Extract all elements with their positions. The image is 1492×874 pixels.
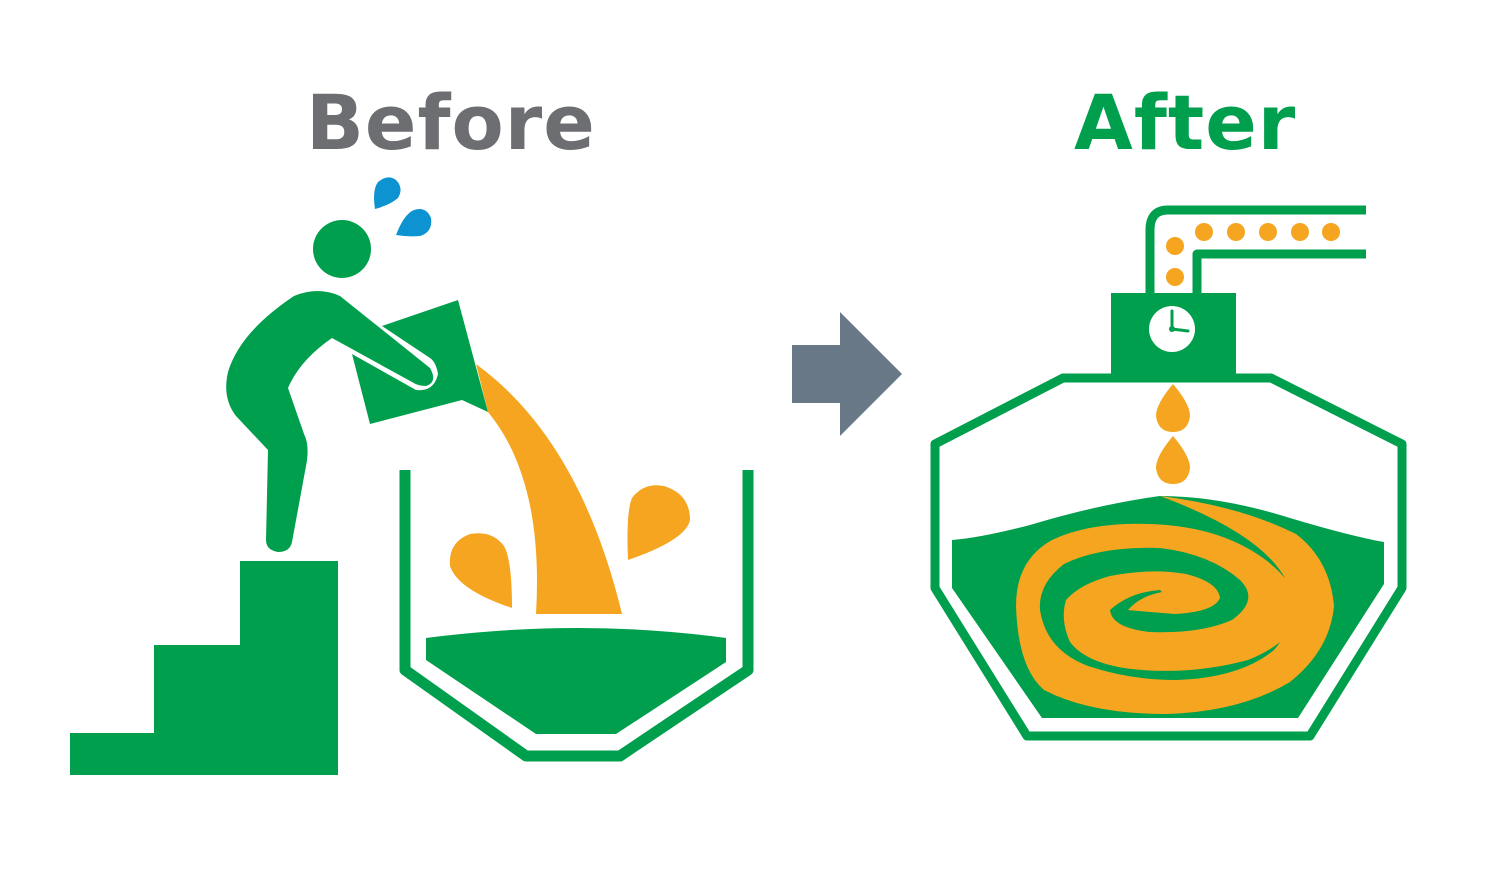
closed-vessel-icon <box>930 373 1407 741</box>
after-scene <box>930 205 1407 741</box>
clock-icon <box>1149 306 1195 352</box>
pellet-icon <box>1166 223 1340 286</box>
stairs-icon <box>70 561 338 775</box>
sweat-drop-icon <box>374 177 401 209</box>
feed-pipe-icon <box>1145 205 1366 296</box>
droplet-icon <box>1156 384 1190 432</box>
worker-head-icon <box>313 220 371 278</box>
bucket-icon <box>352 300 488 424</box>
spill-stream-icon <box>476 364 622 614</box>
after-label: After <box>1074 78 1297 167</box>
splash-drop-icon <box>627 485 690 560</box>
before-scene <box>70 177 754 775</box>
sweat-drop-icon <box>396 209 432 237</box>
splash-drop-icon <box>449 533 512 608</box>
droplet-icon <box>1156 436 1190 484</box>
right-arrow-icon <box>792 312 902 436</box>
worker-figure-icon <box>226 291 434 552</box>
mixing-swirl-icon <box>952 496 1384 718</box>
before-label: Before <box>306 78 596 167</box>
open-tank-icon <box>399 470 754 762</box>
